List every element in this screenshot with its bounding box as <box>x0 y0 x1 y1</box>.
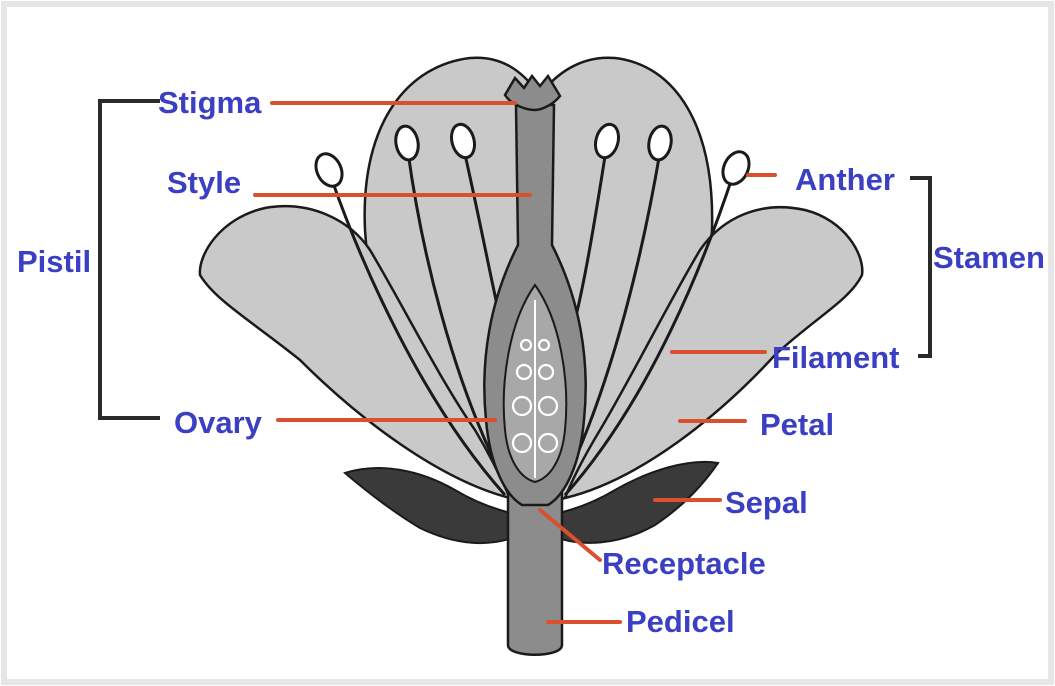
label-filament: Filament <box>772 340 899 375</box>
label-stigma: Stigma <box>158 85 262 120</box>
label-receptacle: Receptacle <box>602 546 766 581</box>
pedicel-shape <box>508 490 562 655</box>
label-style: Style <box>167 165 241 200</box>
label-stamen: Stamen <box>933 240 1045 275</box>
label-petal: Petal <box>760 407 834 442</box>
label-anther: Anther <box>795 162 895 197</box>
label-pistil: Pistil <box>17 244 91 279</box>
label-ovary: Ovary <box>174 405 263 440</box>
label-sepal: Sepal <box>725 485 808 520</box>
label-pedicel: Pedicel <box>626 604 735 639</box>
